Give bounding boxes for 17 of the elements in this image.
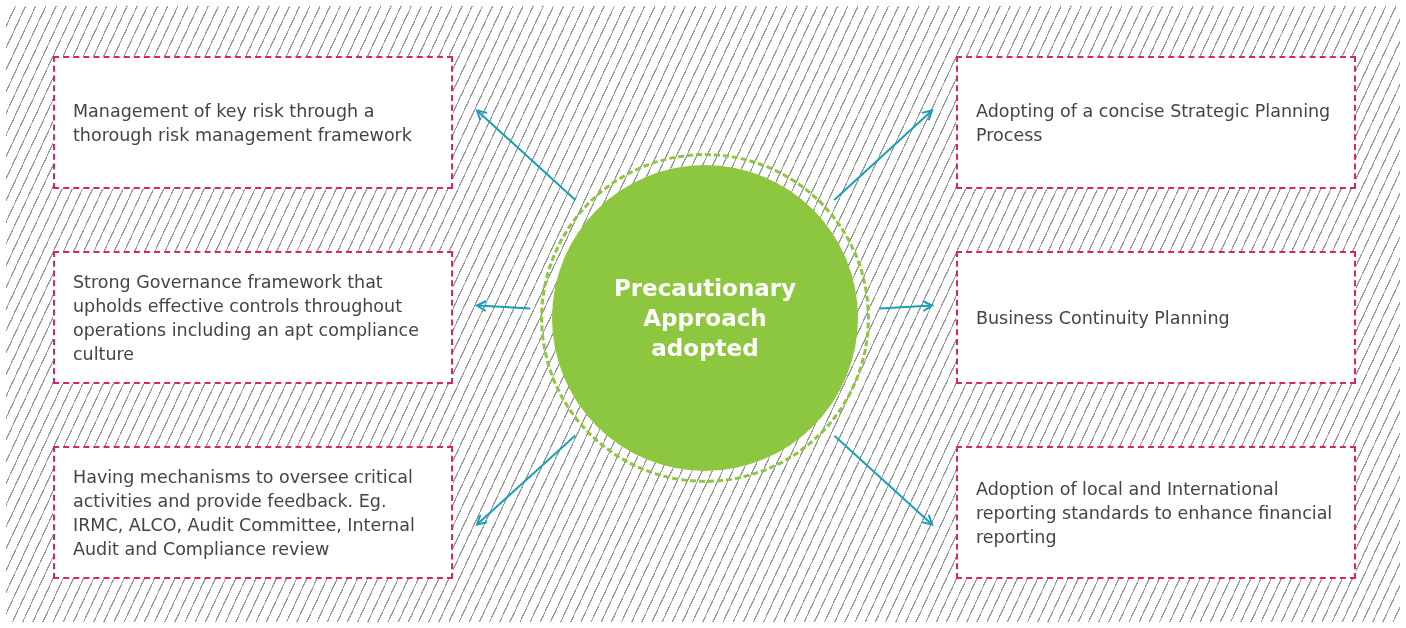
dashed-text-box — [53, 446, 453, 579]
dashed-text-box — [956, 446, 1356, 579]
box-text: Adopting of a concise Strategic Planning Process — [976, 99, 1332, 147]
dashed-text-box — [53, 56, 453, 189]
dashed-text-box — [956, 56, 1356, 189]
dashed-text-box — [956, 251, 1356, 384]
dashed-text-box — [53, 251, 453, 384]
arrow — [878, 300, 933, 312]
box-text: Adoption of local and International reporting standards to enhance financial reporting — [976, 477, 1334, 549]
arrow — [833, 109, 933, 201]
box-text: Business Continuity Planning — [976, 306, 1230, 330]
box-text: Strong Governance framework that upholds effective controls throughout operations including an apt compliance culture — [73, 270, 420, 366]
arrow — [476, 109, 577, 202]
circle-title: Precautionary Approach adopted — [612, 274, 798, 363]
arrow — [476, 300, 532, 312]
box-text: Having mechanisms to oversee critical activities and provide feedback. Eg. IRMC, ALCO, Audit Committee, Internal Audit and Compliance review — [73, 465, 416, 561]
box-text: Management of key risk through a thorough risk management framework — [73, 99, 413, 147]
